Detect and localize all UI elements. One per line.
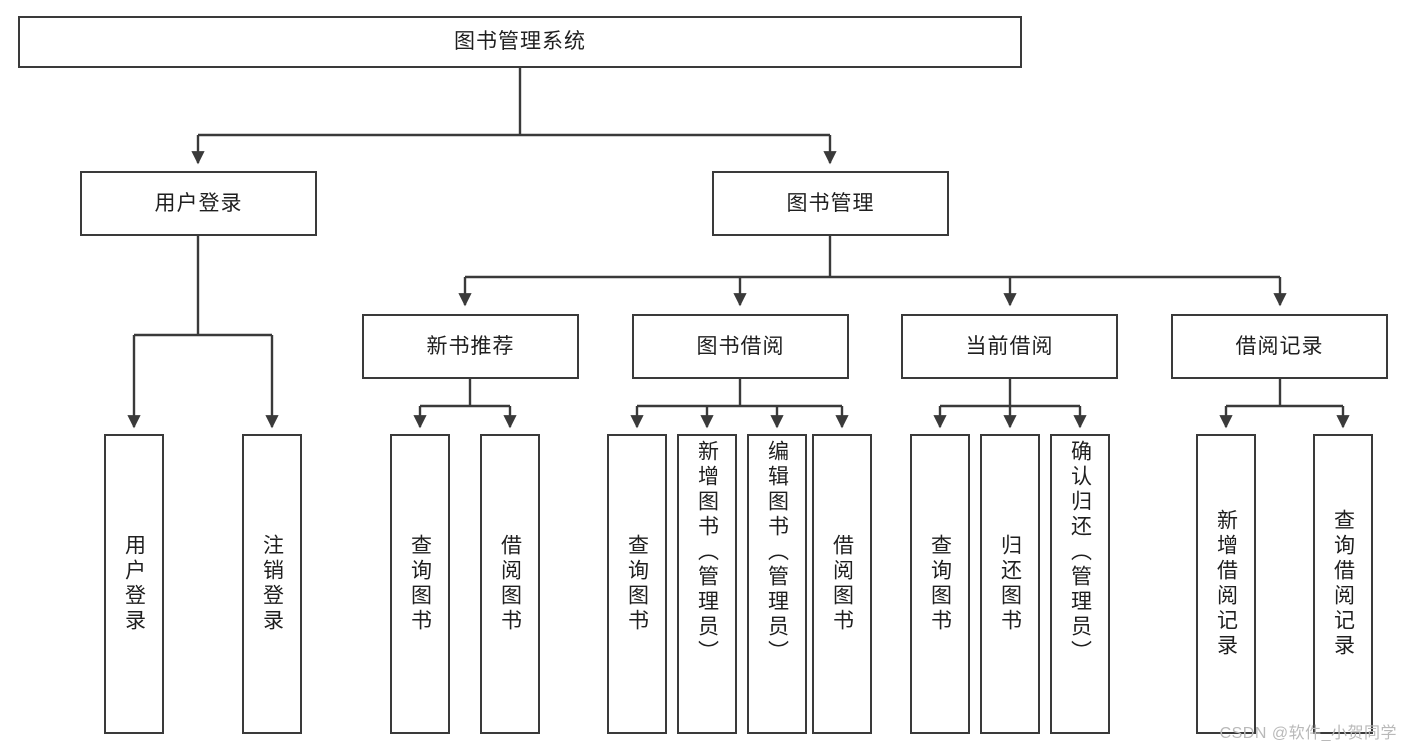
node-leaf-query-book-rec[interactable]: 查询图书 (390, 434, 450, 734)
node-book-borrow-label: 图书借阅 (696, 334, 785, 358)
node-book-manage-label: 图书管理 (786, 191, 875, 215)
node-new-book-rec[interactable]: 新书推荐 (362, 314, 579, 379)
node-leaf-return-book[interactable]: 归还图书 (980, 434, 1040, 734)
node-user-login[interactable]: 用户登录 (80, 171, 317, 236)
node-leaf-query-book-cur[interactable]: 查询图书 (910, 434, 970, 734)
node-borrow-record-label: 借阅记录 (1235, 334, 1324, 358)
node-current-borrow-label: 当前借阅 (965, 334, 1054, 358)
node-leaf-edit-book[interactable]: 编辑图书（管理员） (747, 434, 807, 734)
node-leaf-query-book-bw[interactable]: 查询图书 (607, 434, 667, 734)
node-leaf-add-book[interactable]: 新增图书（管理员） (677, 434, 737, 734)
node-leaf-query-book-rec-label: 查询图书 (408, 534, 432, 634)
node-leaf-query-record[interactable]: 查询借阅记录 (1313, 434, 1373, 734)
node-leaf-query-book-cur-label: 查询图书 (928, 534, 952, 634)
node-leaf-borrow-book-rec[interactable]: 借阅图书 (480, 434, 540, 734)
node-leaf-confirm-return[interactable]: 确认归还（管理员） (1050, 434, 1110, 734)
node-leaf-logout[interactable]: 注销登录 (242, 434, 302, 734)
node-leaf-add-record-label: 新增借阅记录 (1214, 509, 1238, 659)
node-leaf-add-record[interactable]: 新增借阅记录 (1196, 434, 1256, 734)
node-leaf-edit-book-label: 编辑图书（管理员） (765, 440, 789, 665)
node-root[interactable]: 图书管理系统 (18, 16, 1022, 68)
node-borrow-record[interactable]: 借阅记录 (1171, 314, 1388, 379)
node-new-book-rec-label: 新书推荐 (426, 334, 515, 358)
node-leaf-borrow-book-rec-label: 借阅图书 (498, 534, 522, 634)
node-leaf-borrow-book-bw[interactable]: 借阅图书 (812, 434, 872, 734)
watermark: CSDN @软件_小贺同学 (1219, 725, 1397, 742)
node-user-login-label: 用户登录 (154, 191, 243, 215)
node-leaf-user-login[interactable]: 用户登录 (104, 434, 164, 734)
node-leaf-query-book-bw-label: 查询图书 (625, 534, 649, 634)
node-book-manage[interactable]: 图书管理 (712, 171, 949, 236)
node-book-borrow[interactable]: 图书借阅 (632, 314, 849, 379)
node-leaf-borrow-book-bw-label: 借阅图书 (830, 534, 854, 634)
node-current-borrow[interactable]: 当前借阅 (901, 314, 1118, 379)
node-leaf-query-record-label: 查询借阅记录 (1331, 509, 1355, 659)
node-root-label: 图书管理系统 (454, 30, 586, 54)
node-leaf-add-book-label: 新增图书（管理员） (695, 440, 719, 665)
node-leaf-return-book-label: 归还图书 (998, 534, 1022, 634)
node-leaf-confirm-return-label: 确认归还（管理员） (1068, 440, 1092, 665)
node-leaf-logout-label: 注销登录 (260, 534, 284, 634)
node-leaf-user-login-label: 用户登录 (122, 534, 146, 634)
